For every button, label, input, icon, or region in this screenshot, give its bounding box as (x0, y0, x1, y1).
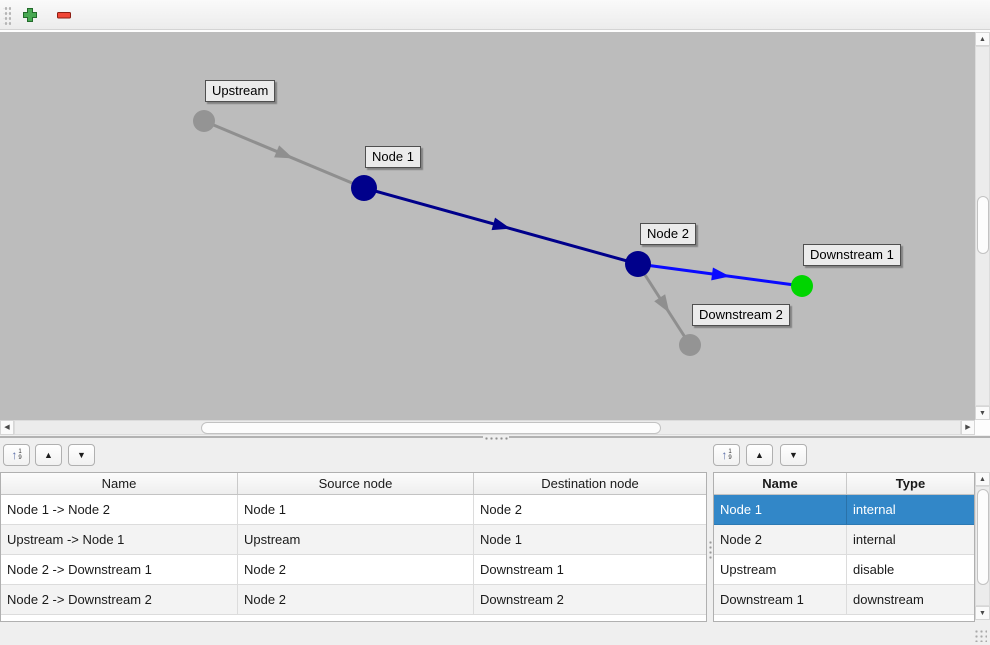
scroll-thumb[interactable] (201, 422, 661, 434)
table-cell[interactable]: Node 1 -> Node 2 (1, 495, 238, 525)
scroll-thumb[interactable] (977, 489, 989, 585)
scroll-track[interactable] (14, 420, 961, 435)
toolbar-drag-handle[interactable] (3, 4, 11, 25)
minus-icon (56, 7, 72, 23)
graph-vertical-scrollbar[interactable]: ▲ ▼ (975, 32, 990, 420)
down-triangle-icon: ▼ (789, 450, 798, 460)
scroll-thumb[interactable] (977, 196, 989, 254)
node-label-downstream-1[interactable]: Downstream 1 (803, 244, 901, 266)
edges-move-up-button[interactable]: ▲ (35, 444, 62, 466)
table-cell[interactable]: disable (847, 555, 974, 585)
scroll-right-arrow-icon[interactable]: ▶ (961, 420, 975, 435)
scroll-track[interactable] (975, 46, 990, 406)
table-cell[interactable]: Node 2 (238, 555, 474, 585)
nodes-table-scrollbar[interactable]: ▲ ▼ (975, 472, 990, 620)
column-header-source-node[interactable]: Source node (238, 473, 474, 494)
add-node-button[interactable] (17, 3, 43, 27)
table-cell[interactable]: internal (847, 525, 974, 555)
graph-node-downstream-2[interactable] (679, 334, 701, 356)
scroll-up-arrow-icon[interactable]: ▲ (975, 32, 990, 46)
table-cell[interactable]: Node 2 (474, 495, 706, 525)
node-label-node-1[interactable]: Node 1 (365, 146, 421, 168)
table-cell[interactable]: Downstream 2 (474, 585, 706, 615)
table-cell[interactable]: Upstream (714, 555, 847, 585)
edge-arrow-icon (491, 217, 511, 231)
table-header-row: Name Type (714, 473, 974, 495)
table-cell[interactable]: Node 2 (238, 585, 474, 615)
splitter-handle-dots[interactable] (483, 435, 509, 440)
table-cell[interactable]: Upstream (238, 525, 474, 555)
table-cell[interactable]: Node 1 (238, 495, 474, 525)
edge-arrow-icon (711, 267, 730, 281)
table-cell[interactable]: internal (847, 495, 974, 525)
scroll-down-arrow-icon[interactable]: ▼ (975, 606, 990, 620)
table-cell[interactable]: Upstream -> Node 1 (1, 525, 238, 555)
edges-move-down-button[interactable]: ▼ (68, 444, 95, 466)
table-cell[interactable]: downstream (847, 585, 974, 615)
column-header-name[interactable]: Name (714, 473, 847, 494)
graph-node-node-2[interactable] (625, 251, 651, 277)
scroll-left-arrow-icon[interactable]: ◀ (0, 420, 14, 435)
graph-svg (193, 110, 813, 356)
node-label-node-2[interactable]: Node 2 (640, 223, 696, 245)
horizontal-splitter[interactable] (0, 435, 990, 444)
table-cell[interactable]: Node 2 -> Downstream 2 (1, 585, 238, 615)
edge-arrow-icon (274, 145, 294, 159)
scroll-up-arrow-icon[interactable]: ▲ (975, 472, 990, 486)
node-label-upstream[interactable]: Upstream (205, 80, 276, 102)
column-header-name[interactable]: Name (1, 473, 238, 494)
node-label-downstream-2[interactable]: Downstream 2 (692, 304, 790, 326)
scroll-down-arrow-icon[interactable]: ▼ (975, 406, 990, 420)
plus-icon (22, 7, 38, 23)
graph-node-upstream[interactable] (193, 110, 215, 132)
window-resize-grip[interactable] (973, 628, 987, 642)
main-toolbar (0, 0, 990, 30)
nodes-move-up-button[interactable]: ▲ (746, 444, 773, 466)
remove-node-button[interactable] (51, 3, 77, 27)
table-cell[interactable]: Downstream 1 (714, 585, 847, 615)
table-cell[interactable]: Node 1 (714, 495, 847, 525)
table-cell[interactable]: Node 2 -> Downstream 1 (1, 555, 238, 585)
up-triangle-icon: ▲ (44, 450, 53, 460)
up-triangle-icon: ▲ (755, 450, 764, 460)
graph-node-node-1[interactable] (351, 175, 377, 201)
table-cell[interactable]: Downstream 1 (474, 555, 706, 585)
graph-horizontal-scrollbar[interactable]: ◀ ▶ (0, 420, 975, 435)
vertical-splitter[interactable] (707, 539, 712, 561)
column-header-destination-node[interactable]: Destination node (541, 476, 639, 491)
table-cell[interactable]: Node 1 (474, 525, 706, 555)
down-triangle-icon: ▼ (77, 450, 86, 460)
scroll-track[interactable] (975, 486, 990, 606)
graph-node-downstream-1[interactable] (791, 275, 813, 297)
column-header-type[interactable]: Type (895, 476, 926, 491)
nodes-move-down-button[interactable]: ▼ (780, 444, 807, 466)
edge-arrow-icon (654, 294, 670, 313)
table-cell[interactable]: Node 2 (714, 525, 847, 555)
